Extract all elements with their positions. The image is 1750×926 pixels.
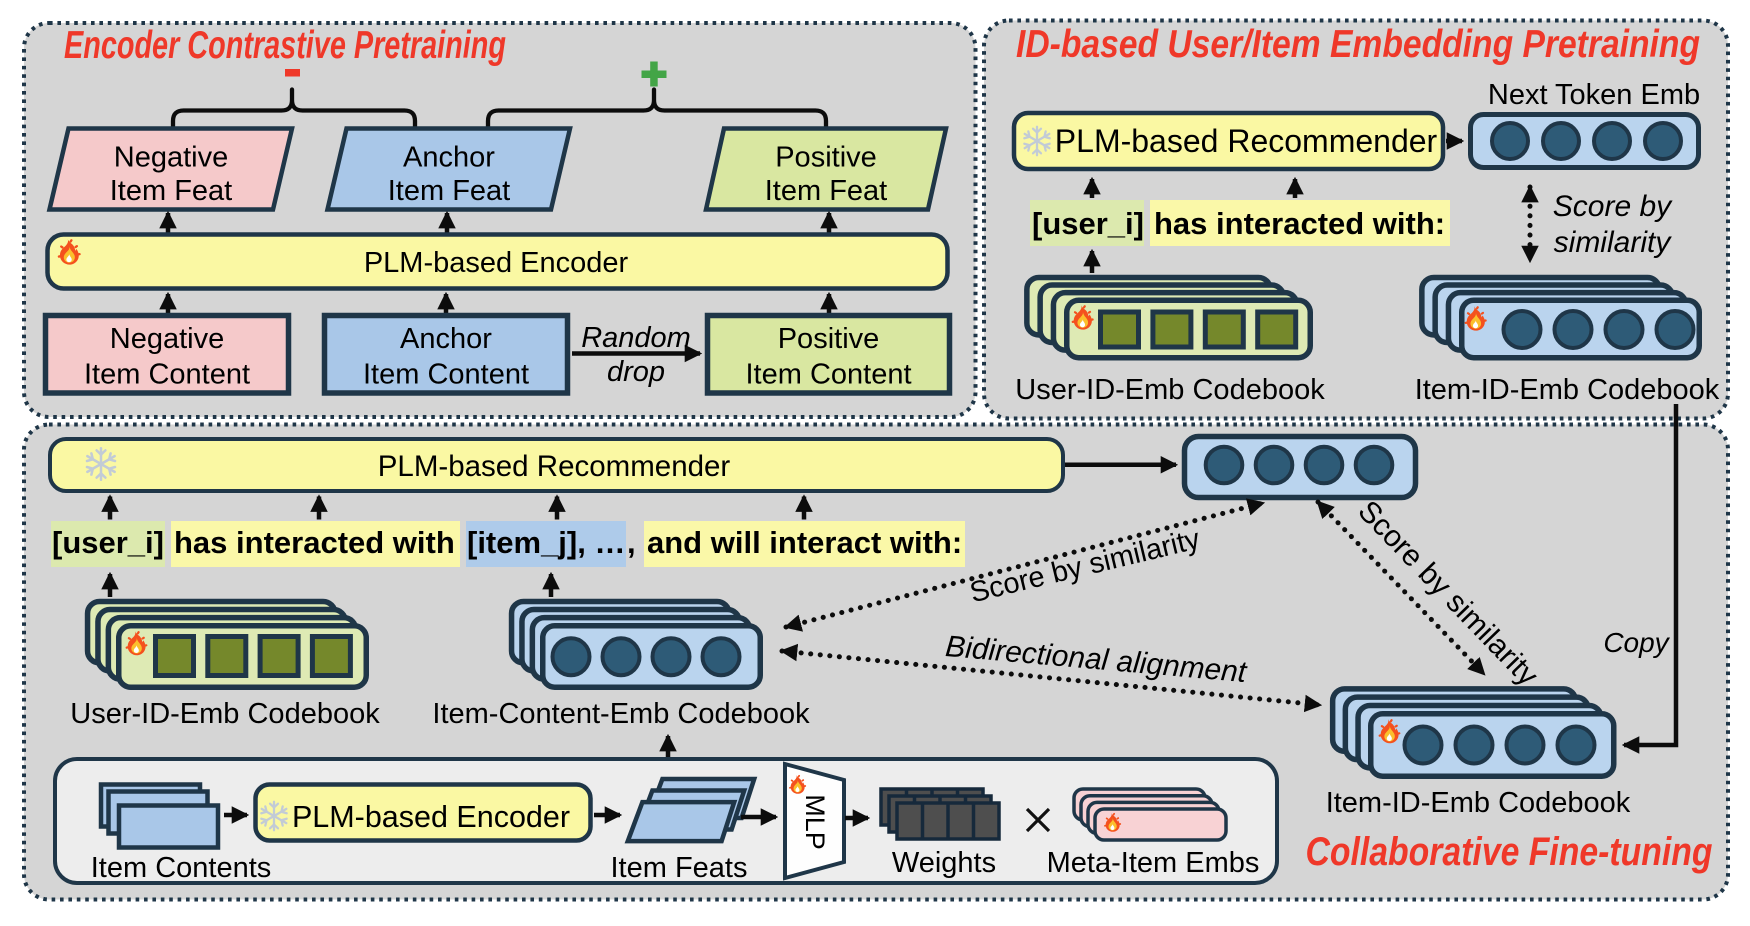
- svg-text:Item Feat: Item Feat: [110, 175, 233, 207]
- svg-text:Next Token Emb: Next Token Emb: [1488, 79, 1700, 111]
- svg-text:MLP: MLP: [800, 794, 830, 850]
- svg-text:User-ID-Emb Codebook: User-ID-Emb Codebook: [1015, 374, 1325, 406]
- svg-text:Encoder Contrastive Pretrainin: Encoder Contrastive Pretraining: [64, 24, 506, 67]
- svg-text:Item-Content-Emb Codebook: Item-Content-Emb Codebook: [432, 698, 810, 730]
- svg-text:Item Feats: Item Feats: [611, 852, 748, 884]
- svg-text:Item-ID-Emb Codebook: Item-ID-Emb Codebook: [1326, 787, 1631, 819]
- svg-text:Item Content: Item Content: [745, 359, 911, 391]
- svg-text:Item Contents: Item Contents: [91, 852, 272, 884]
- svg-text:User-ID-Emb Codebook: User-ID-Emb Codebook: [70, 698, 380, 730]
- svg-text:,: ,: [627, 525, 636, 560]
- svg-text:Item Feat: Item Feat: [388, 175, 511, 207]
- svg-text:Weights: Weights: [892, 847, 996, 879]
- svg-text:Item Feat: Item Feat: [765, 175, 888, 207]
- svg-text:has interacted with:: has interacted with:: [1154, 206, 1445, 241]
- svg-text:has interacted with: has interacted with: [174, 525, 455, 560]
- svg-text:Positive: Positive: [778, 323, 880, 355]
- svg-text:Positive: Positive: [775, 142, 877, 174]
- svg-text:PLM-based Encoder: PLM-based Encoder: [364, 247, 629, 279]
- svg-text:Copy: Copy: [1603, 627, 1670, 658]
- svg-text:Anchor: Anchor: [400, 323, 492, 355]
- svg-text:[user_i]: [user_i]: [52, 525, 164, 560]
- svg-text:drop: drop: [607, 356, 665, 388]
- svg-text:Collaborative Fine-tuning: Collaborative Fine-tuning: [1306, 830, 1713, 874]
- svg-text:[item_j], …: [item_j], …: [467, 525, 625, 560]
- svg-text:similarity: similarity: [1554, 226, 1673, 259]
- svg-text:PLM-based Recommender: PLM-based Recommender: [1055, 123, 1438, 159]
- svg-text:PLM-based Recommender: PLM-based Recommender: [378, 450, 731, 483]
- svg-text:ID-based User/Item Embedding P: ID-based User/Item Embedding Pretraining: [1016, 23, 1700, 66]
- svg-text:Meta-Item Embs: Meta-Item Embs: [1047, 847, 1260, 879]
- svg-text:[user_i]: [user_i]: [1032, 206, 1144, 241]
- svg-text:Negative: Negative: [114, 142, 228, 174]
- svg-text:PLM-based Encoder: PLM-based Encoder: [292, 800, 570, 834]
- svg-text:Score by: Score by: [1553, 190, 1673, 223]
- svg-text:Random: Random: [581, 322, 691, 354]
- svg-text:Item-ID-Emb Codebook: Item-ID-Emb Codebook: [1415, 374, 1720, 406]
- svg-text:and will interact with:: and will interact with:: [647, 525, 962, 560]
- svg-text:Anchor: Anchor: [403, 142, 495, 174]
- svg-text:Negative: Negative: [110, 323, 224, 355]
- svg-text:Item Content: Item Content: [84, 359, 250, 391]
- svg-text:Item Content: Item Content: [363, 359, 529, 391]
